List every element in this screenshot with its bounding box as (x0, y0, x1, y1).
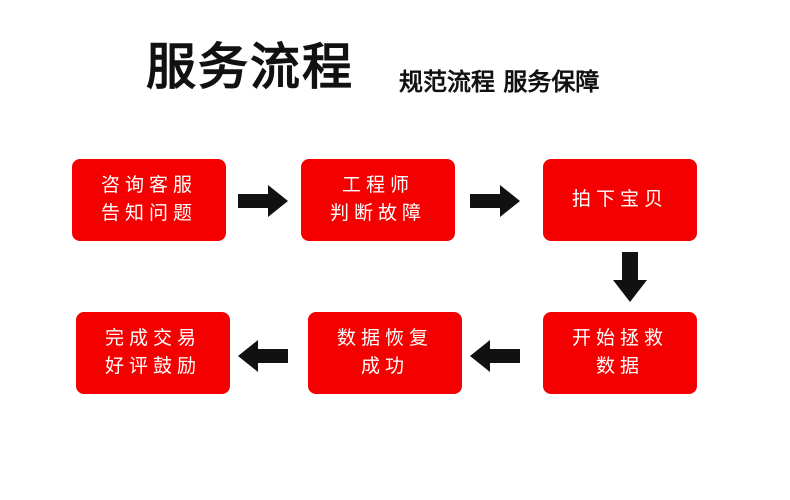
step-complete-trade: 完成交易 好评鼓励 (76, 312, 230, 394)
step-recovery-success: 数据恢复 成功 (308, 312, 462, 394)
step-label-line: 判断故障 (329, 202, 426, 224)
step-consult-service: 咨询客服 告知问题 (72, 159, 226, 241)
step-label-line: 数据 (595, 355, 644, 377)
step-label-line: 开始拯救 (571, 327, 668, 350)
step-label-line: 完成交易 (104, 327, 201, 350)
step-label-line: 告知问题 (100, 202, 197, 224)
step-label-line: 数据恢复 (336, 327, 433, 350)
arrow-down-icon (613, 252, 647, 302)
arrow-right-icon (238, 185, 288, 217)
step-start-rescue: 开始拯救 数据 (543, 312, 697, 394)
step-label-line: 拍下宝贝 (571, 188, 668, 211)
arrow-right-icon (470, 185, 520, 217)
step-place-order: 拍下宝贝 (543, 159, 697, 241)
step-label-line: 好评鼓励 (104, 355, 201, 377)
step-engineer-diagnose: 工程师 判断故障 (301, 159, 455, 241)
page-title: 服务流程 (146, 38, 354, 96)
arrow-left-icon (470, 340, 520, 372)
arrow-left-icon (238, 340, 288, 372)
page-subtitle: 规范流程 服务保障 (399, 68, 600, 96)
step-label-line: 咨询客服 (100, 174, 197, 197)
step-label-line: 工程师 (341, 174, 414, 197)
step-label-line: 成功 (360, 355, 409, 377)
